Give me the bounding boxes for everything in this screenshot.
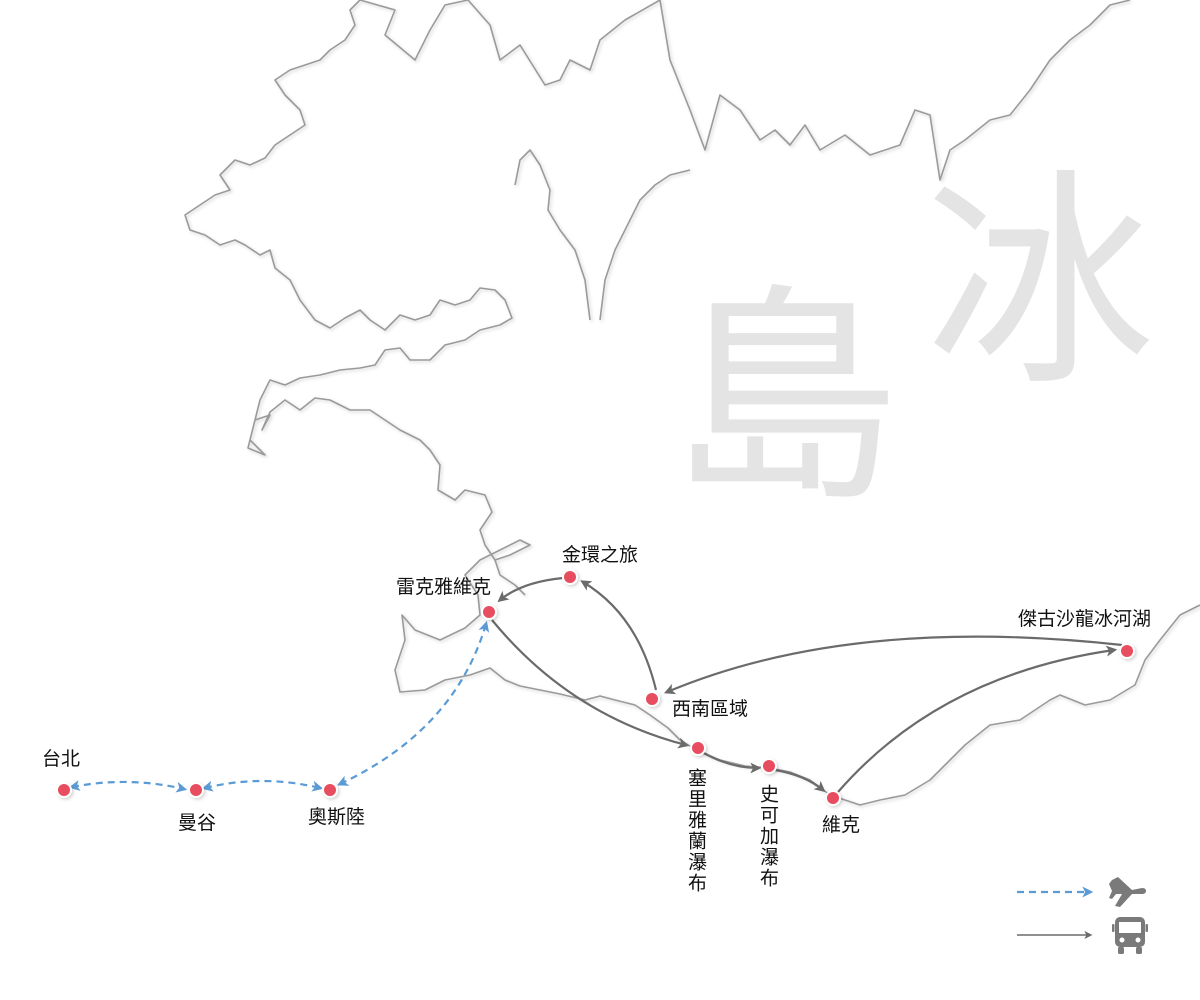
- label-golden-circle: 金環之旅: [562, 544, 639, 566]
- bus-jokulsarlon-southwest: [663, 635, 1123, 695]
- label-vik: 維克: [822, 814, 861, 836]
- flight-taipei-bangkok: [68, 780, 188, 793]
- label-seljalandsfoss: 塞里雅蘭瀑布: [685, 768, 707, 894]
- marker-jokulsarlon: [1119, 643, 1135, 659]
- marker-reykjavik: [481, 604, 497, 620]
- marker-taipei: [56, 782, 72, 798]
- label-skogafoss: 史可加瀑布: [757, 784, 779, 889]
- marker-seljalandsfoss: [690, 740, 706, 756]
- bus-seljalandsfoss-skogafoss: [701, 751, 762, 774]
- label-bangkok: 曼谷: [178, 812, 217, 834]
- bus-icon: [1112, 917, 1148, 954]
- bus-skogafoss-vik: [774, 768, 826, 793]
- marker-golden-circle: [562, 569, 578, 585]
- airplane-icon: [1109, 877, 1146, 907]
- marker-bangkok: [188, 782, 204, 798]
- label-oslo: 奧斯陸: [308, 806, 366, 828]
- flight-bangkok-oslo: [201, 779, 324, 792]
- label-taipei: 台北: [42, 748, 81, 770]
- label-southwest: 西南區域: [672, 698, 749, 720]
- label-jokulsarlon: 傑古沙龍冰河湖: [1018, 608, 1152, 630]
- marker-skogafoss: [761, 758, 777, 774]
- marker-southwest: [644, 691, 660, 707]
- iceland-coastline: [184, 0, 1200, 806]
- marker-oslo: [322, 782, 338, 798]
- bus-reykjavik-seljalandsfoss: [491, 619, 690, 749]
- bus-vik-jokulsarlon: [837, 645, 1118, 793]
- watermark-title-char2: 島: [670, 266, 901, 533]
- watermark-title-char1: 冰: [925, 151, 1156, 418]
- marker-vik: [825, 790, 841, 806]
- flight-oslo-reykjavik: [337, 620, 490, 786]
- label-reykjavik: 雷克雅維克: [396, 576, 492, 598]
- bus-southwest-golden-circle: [580, 580, 658, 691]
- bus-golden-circle-reykjavik: [497, 576, 564, 603]
